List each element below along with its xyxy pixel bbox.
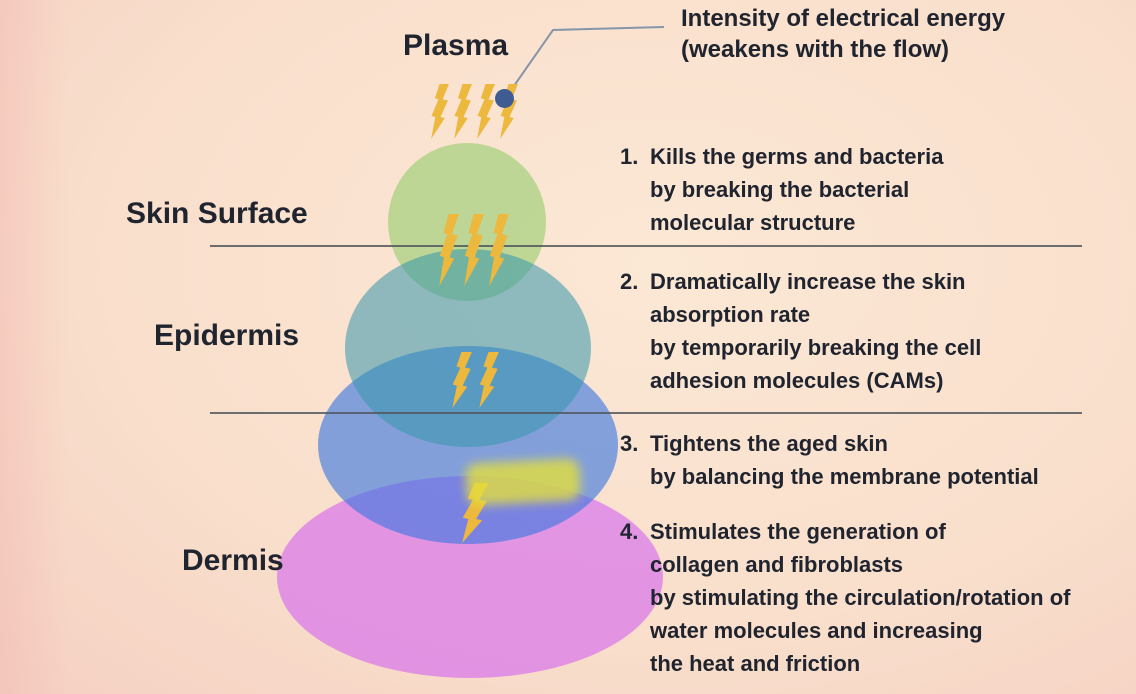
callout-line-1: Intensity of electrical energy — [681, 5, 1006, 32]
epidermis-circle — [345, 249, 591, 447]
effect-1: 1. Kills the germs and bacteria by break… — [620, 140, 943, 239]
effect-4-text: Stimulates the generation of collagen an… — [650, 515, 1070, 680]
effect-2-text: Dramatically increase the skin absorptio… — [650, 265, 981, 397]
plasma-bolts — [429, 84, 519, 139]
effect-3-number: 3. — [620, 431, 639, 456]
effect-3: 3. Tightens the aged skin by balancing t… — [620, 427, 1039, 493]
effect-3-line-2: by balancing the membrane potential — [650, 464, 1039, 489]
effect-2-line-2: absorption rate — [650, 302, 811, 327]
skin-surface-label: Skin Surface — [126, 197, 308, 230]
plasma-glow — [464, 458, 582, 506]
lightning-bolt-icon — [477, 84, 495, 139]
callout-text: Intensity of electrical energy (weakens … — [681, 3, 1005, 65]
lightning-bolt-icon — [439, 214, 459, 286]
effect-1-line-3: molecular structure — [650, 210, 856, 235]
lightning-bolt-icon — [454, 84, 472, 139]
effect-2-line-1: Dramatically increase the skin — [650, 269, 966, 294]
effect-3-text: Tightens the aged skin by balancing the … — [650, 427, 1039, 493]
skin-surface-divider-line — [210, 245, 1082, 247]
effect-4-line-1: Stimulates the generation of — [650, 519, 946, 544]
effect-3-line-1: Tightens the aged skin — [650, 431, 888, 456]
lightning-bolt-icon — [452, 352, 472, 408]
effect-4-line-4: water molecules and increasing — [650, 618, 983, 643]
effect-4-line-3: by stimulating the circulation/rotation … — [650, 585, 1071, 610]
effect-2: 2. Dramatically increase the skin absorp… — [620, 265, 981, 397]
effect-1-text: Kills the germs and bacteria by breaking… — [650, 140, 943, 239]
lightning-bolt-icon — [479, 352, 499, 408]
intensity-dot — [495, 89, 514, 108]
effect-1-number: 1. — [620, 144, 639, 169]
effect-1-line-2: by breaking the bacterial — [650, 177, 910, 202]
epidermis-dermis-divider-line — [210, 412, 1082, 414]
lightning-bolt-icon — [464, 214, 484, 286]
lightning-bolt-icon — [489, 214, 509, 286]
effect-2-line-4: adhesion molecules (CAMs) — [650, 368, 944, 393]
callout-line-2: (weakens with the flow) — [681, 36, 950, 63]
effect-2-number: 2. — [620, 269, 639, 294]
effect-4-number: 4. — [620, 519, 639, 544]
effect-4-line-5: the heat and friction — [650, 651, 861, 676]
effect-4: 4. Stimulates the generation of collagen… — [620, 515, 1070, 680]
plasma-label: Plasma — [403, 29, 509, 62]
effect-4-line-2: collagen and fibroblasts — [650, 552, 904, 577]
effect-2-line-3: by temporarily breaking the cell — [650, 335, 982, 360]
lightning-bolt-icon — [431, 84, 449, 139]
epidermis-bolts — [450, 352, 500, 408]
epidermis-label: Epidermis — [154, 319, 300, 352]
effect-1-line-1: Kills the germs and bacteria — [650, 144, 944, 169]
skin-surface-bolts — [437, 214, 510, 286]
dermis-label: Dermis — [182, 544, 284, 577]
